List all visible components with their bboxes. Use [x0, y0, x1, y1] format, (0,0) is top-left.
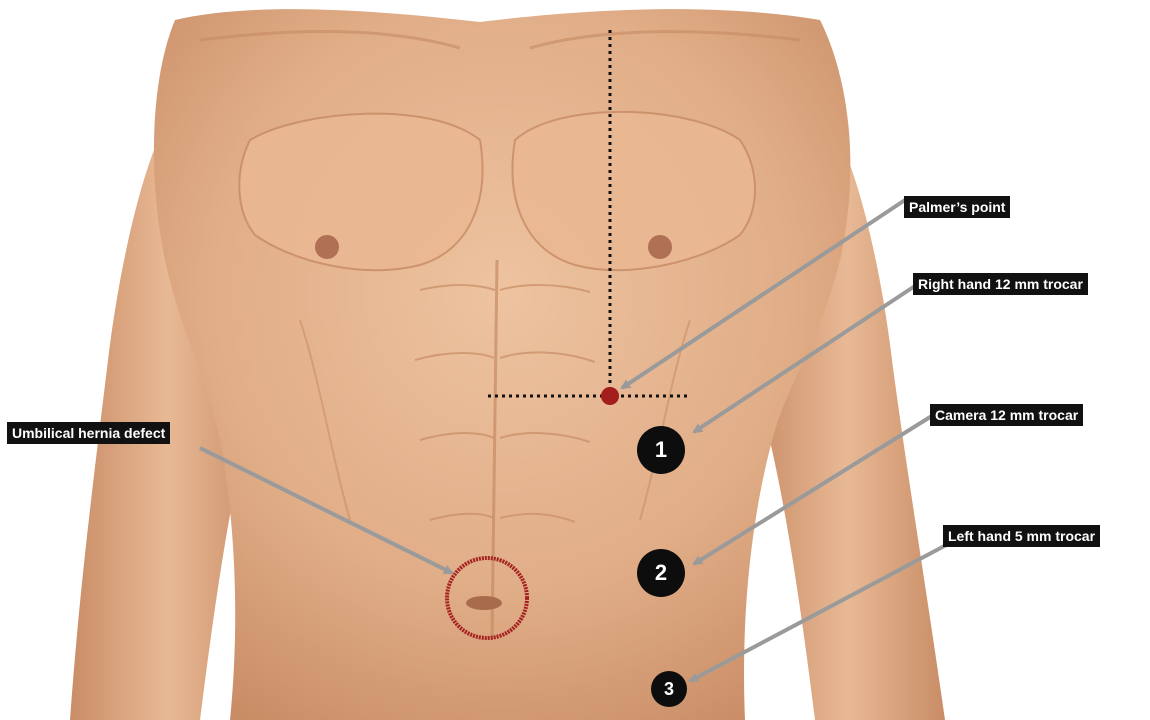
- left-nipple: [315, 235, 339, 259]
- label-umbilical-defect: Umbilical hernia defect: [7, 422, 170, 444]
- palmers-point-dot: [601, 387, 619, 405]
- port-marker-1: 1: [637, 426, 685, 474]
- left-pectoral: [239, 114, 482, 271]
- right-pectoral: [513, 112, 756, 270]
- label-camera-trocar: Camera 12 mm trocar: [930, 404, 1083, 426]
- label-palmers-point: Palmer’s point: [904, 196, 1010, 218]
- umbilicus: [466, 596, 502, 610]
- port-marker-3: 3: [651, 671, 687, 707]
- label-left-hand-trocar: Left hand 5 mm trocar: [943, 525, 1100, 547]
- torso: [154, 9, 850, 720]
- right-nipple: [648, 235, 672, 259]
- port-marker-2: 2: [637, 549, 685, 597]
- label-right-hand-trocar: Right hand 12 mm trocar: [913, 273, 1088, 295]
